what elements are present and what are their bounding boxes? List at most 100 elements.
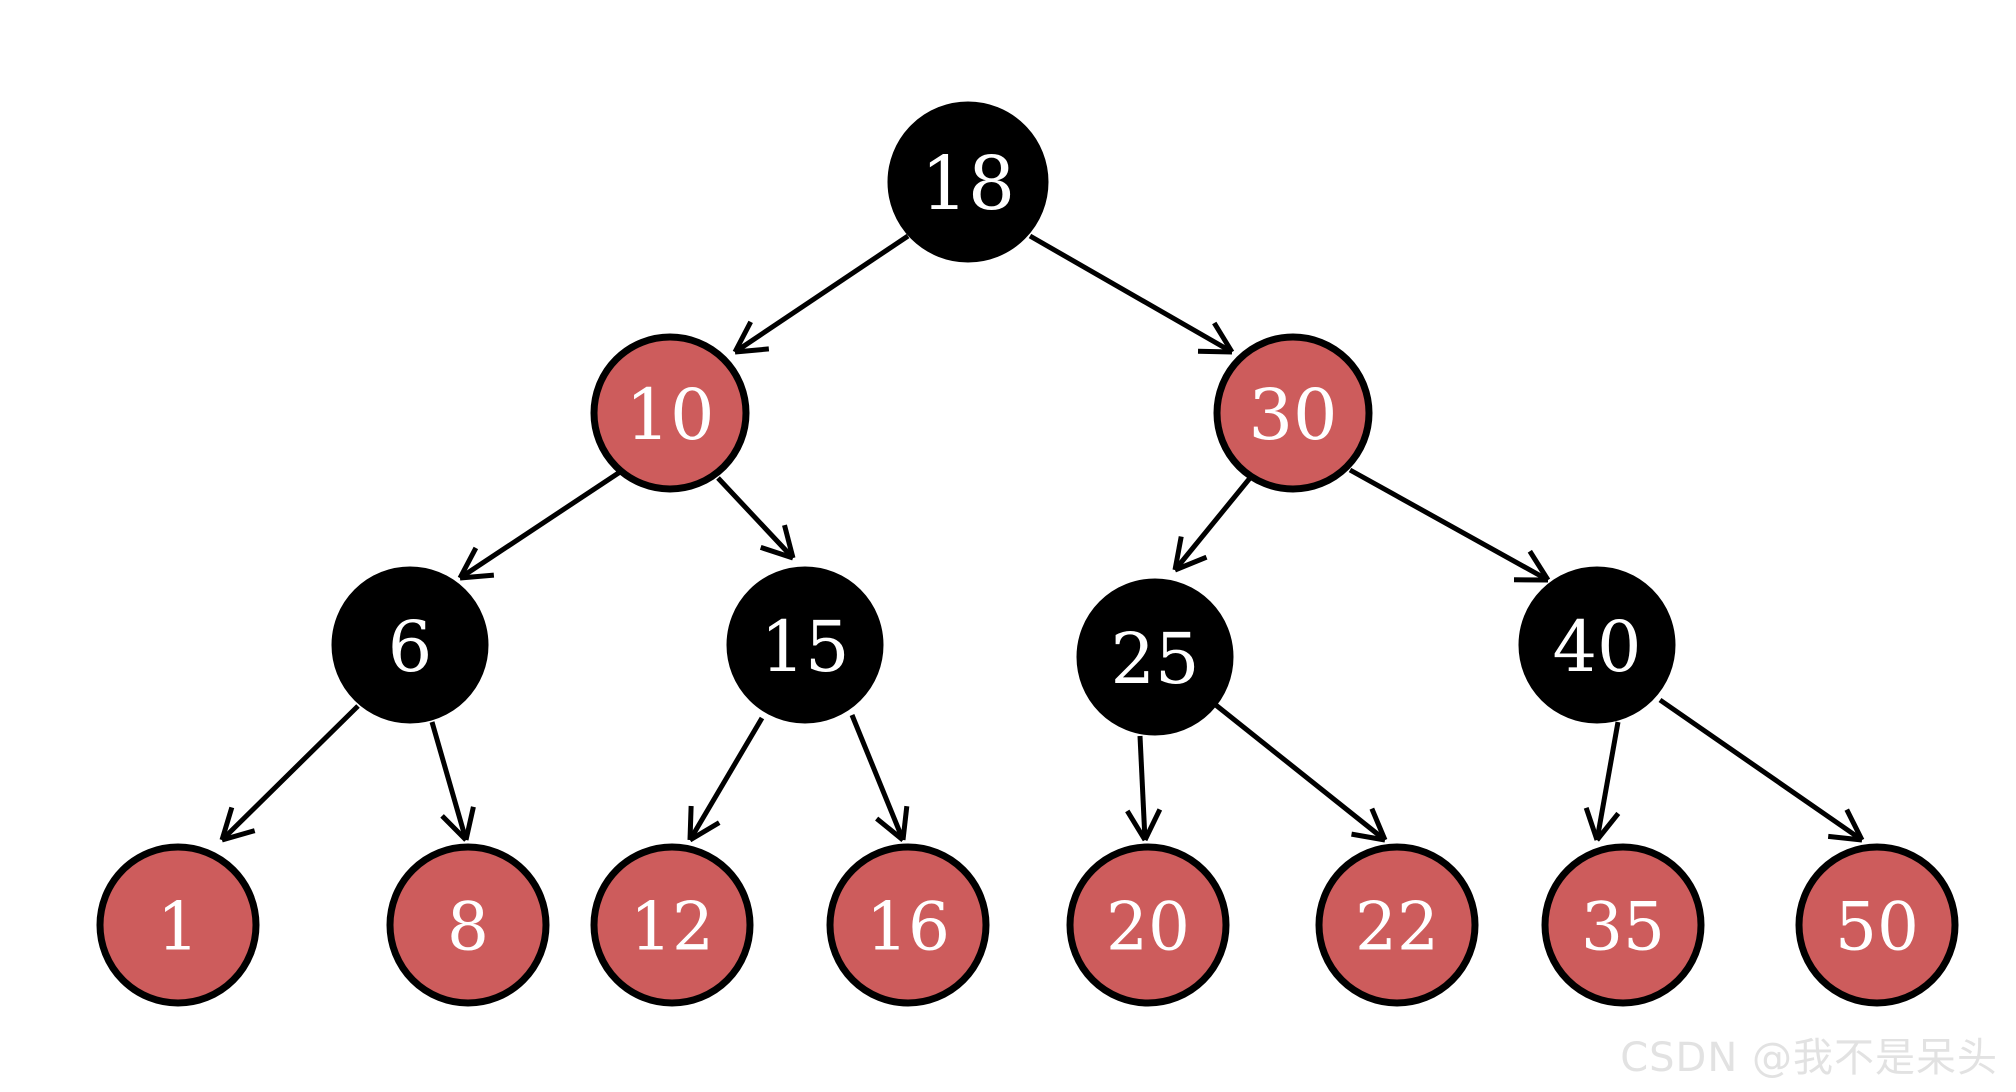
red-node-circle[interactable] — [1315, 843, 1479, 1007]
red-node-circle[interactable] — [826, 843, 990, 1007]
node-label: 20 — [1106, 889, 1190, 966]
tree-edge-n40-to-n50 — [1658, 697, 1865, 843]
red-node-circle[interactable] — [590, 333, 750, 493]
node-label: 12 — [630, 889, 714, 966]
black-node-circle[interactable] — [726, 566, 884, 724]
node-label: 30 — [1248, 374, 1337, 456]
tree-edge-n18-to-n10 — [732, 233, 910, 355]
tree-edge-n40-to-n35 — [1583, 721, 1621, 842]
edge-line — [458, 469, 622, 581]
edge-line — [1594, 721, 1621, 841]
edge-arrowhead-stroke-1 — [759, 545, 794, 561]
tree-node-12[interactable]: 12 — [590, 843, 754, 1007]
tree-edge-n25-to-n22 — [1210, 700, 1388, 843]
node-label: 15 — [760, 606, 849, 688]
tree-node-6[interactable]: 6 — [331, 566, 489, 724]
tree-node-15[interactable]: 15 — [726, 566, 884, 724]
edge-arrowhead-stroke-1 — [219, 806, 235, 841]
edge-arrowhead-stroke-2 — [1527, 549, 1551, 582]
node-label: 1 — [157, 889, 199, 966]
tree-node-40[interactable]: 40 — [1518, 566, 1676, 724]
edge-arrowhead-stroke-2 — [1212, 321, 1235, 354]
edge-arrowhead-stroke-1 — [732, 320, 753, 354]
red-node-circle[interactable] — [1066, 843, 1230, 1007]
edge-arrowhead-stroke-2 — [900, 805, 910, 841]
black-node-circle[interactable] — [887, 101, 1049, 263]
red-node-circle[interactable] — [96, 843, 260, 1007]
tree-edge-n10-to-n15 — [716, 476, 796, 561]
red-node-circle[interactable] — [1213, 333, 1373, 493]
edge-arrowhead-stroke-2 — [1174, 554, 1208, 573]
node-label: 50 — [1835, 889, 1919, 966]
edges-layer — [219, 233, 1865, 843]
node-label: 6 — [388, 606, 433, 688]
edge-arrowhead-stroke-1 — [875, 816, 905, 842]
tree-node-50[interactable]: 50 — [1795, 843, 1959, 1007]
edge-arrowhead-stroke-2 — [459, 572, 495, 581]
edge-line — [1658, 697, 1864, 843]
edge-arrowhead-stroke-1 — [1172, 536, 1184, 571]
tree-node-35[interactable]: 35 — [1541, 843, 1705, 1007]
tree-node-8[interactable]: 8 — [386, 843, 550, 1007]
tree-edge-n10-to-n6 — [457, 469, 622, 581]
edge-line — [1210, 700, 1387, 842]
red-node-circle[interactable] — [386, 843, 550, 1007]
edge-arrowhead-stroke-1 — [1583, 806, 1600, 841]
edge-arrowhead-stroke-2 — [734, 346, 770, 355]
tree-edge-n6-to-n8 — [429, 721, 476, 842]
tree-node-1[interactable]: 1 — [96, 843, 260, 1007]
black-node-circle[interactable] — [331, 566, 489, 724]
tree-edge-n15-to-n12 — [687, 716, 765, 843]
node-label: 35 — [1581, 889, 1665, 966]
node-label: 16 — [866, 889, 950, 966]
edge-line — [1173, 476, 1252, 572]
node-label: 18 — [921, 141, 1015, 227]
edge-arrowhead-stroke-1 — [457, 546, 479, 580]
red-node-circle[interactable] — [1795, 843, 1959, 1007]
tree-edge-n15-to-n16 — [849, 714, 910, 842]
tree-node-30[interactable]: 30 — [1213, 333, 1373, 493]
black-node-circle[interactable] — [1518, 566, 1676, 724]
edge-arrowhead-stroke-1 — [687, 805, 694, 841]
edge-line — [220, 704, 360, 842]
edge-arrowhead-stroke-1 — [1827, 833, 1863, 843]
tree-node-18[interactable]: 18 — [887, 101, 1049, 263]
red-node-circle[interactable] — [1541, 843, 1705, 1007]
tree-node-10[interactable]: 10 — [590, 333, 750, 493]
edge-line — [429, 721, 469, 841]
tree-edge-n25-to-n20 — [1125, 735, 1163, 842]
tree-node-16[interactable]: 16 — [826, 843, 990, 1007]
node-label: 22 — [1355, 889, 1439, 966]
watermark: CSDN @我不是呆头 — [1620, 1035, 1998, 1081]
edge-arrowhead-stroke-2 — [1369, 807, 1388, 841]
edge-line — [1028, 233, 1234, 355]
edge-arrowhead-stroke-1 — [1197, 348, 1233, 355]
edge-arrowhead-stroke-2 — [688, 820, 721, 843]
red-node-circle[interactable] — [590, 843, 754, 1007]
tree-edge-n6-to-n1 — [219, 704, 360, 843]
tree-node-22[interactable]: 22 — [1315, 843, 1479, 1007]
edge-line — [1348, 467, 1550, 583]
node-label: 25 — [1110, 618, 1199, 700]
black-node-circle[interactable] — [1076, 578, 1234, 736]
edge-line — [687, 716, 765, 842]
tree-edge-n18-to-n30 — [1028, 233, 1235, 355]
edge-line — [849, 714, 906, 841]
edge-arrowhead-stroke-2 — [782, 524, 796, 559]
tree-edge-n30-to-n25 — [1172, 476, 1252, 573]
edge-arrowhead-stroke-2 — [1595, 811, 1621, 842]
tree-node-25[interactable]: 25 — [1076, 578, 1234, 736]
edge-arrowhead-stroke-2 — [463, 806, 476, 841]
edge-arrowhead-stroke-1 — [440, 814, 468, 842]
node-label: 40 — [1552, 606, 1641, 688]
edge-arrowhead-stroke-2 — [1142, 808, 1163, 842]
edge-arrowhead-stroke-2 — [1844, 808, 1865, 842]
tree-edge-n30-to-n40 — [1348, 467, 1551, 583]
edge-arrowhead-stroke-1 — [1125, 809, 1148, 842]
edge-arrowhead-stroke-2 — [221, 828, 256, 843]
edge-line — [733, 233, 910, 355]
tree-node-20[interactable]: 20 — [1066, 843, 1230, 1007]
edge-line — [716, 476, 795, 560]
